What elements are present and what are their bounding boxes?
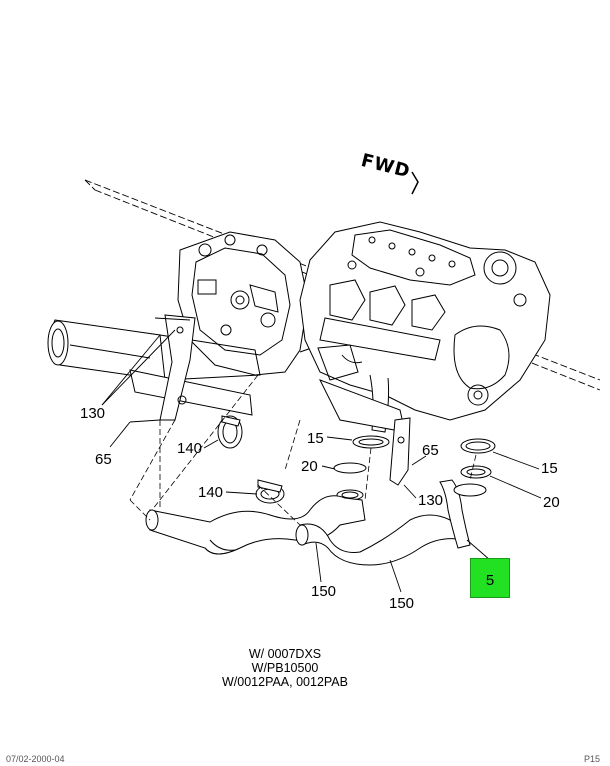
clamp-upper xyxy=(217,415,243,449)
seal-and-gasket-right xyxy=(460,438,496,479)
note-line-2: W/PB10500 xyxy=(251,661,319,675)
callout-65-right[interactable]: 65 xyxy=(422,442,439,459)
callout-150-left[interactable]: 150 xyxy=(311,583,337,600)
callout-65-left[interactable]: 65 xyxy=(95,451,112,468)
callout-130-right[interactable]: 130 xyxy=(418,492,444,509)
footer-page: P15 xyxy=(584,754,601,764)
seal-and-gasket-left xyxy=(333,462,367,501)
forward-arrow-icon xyxy=(411,171,419,195)
callout-15-right[interactable]: 15 xyxy=(541,460,558,477)
note-line-1: W/ 0007DXS xyxy=(248,647,322,661)
callout-5-highlight[interactable]: 5 xyxy=(470,558,510,598)
callout-150-right[interactable]: 150 xyxy=(389,595,415,612)
callout-20-right[interactable]: 20 xyxy=(543,494,560,511)
callout-130-left[interactable]: 130 xyxy=(80,405,106,422)
exhaust-pipes xyxy=(145,479,487,566)
muffler-assembly xyxy=(47,319,261,416)
callout-15-left[interactable]: 15 xyxy=(307,430,324,447)
callout-leaders xyxy=(101,329,542,593)
valve-cover-bolts xyxy=(368,236,456,268)
callout-140-upper[interactable]: 140 xyxy=(177,440,203,457)
transmission xyxy=(177,231,321,376)
note-line-3: W/0012PAA, 0012PAB xyxy=(221,675,348,689)
callout-20-left[interactable]: 20 xyxy=(301,458,318,475)
callout-140-lower[interactable]: 140 xyxy=(198,484,224,501)
bracket-left xyxy=(154,314,196,421)
assembly-guide-lines xyxy=(129,374,477,526)
manifold-outlet xyxy=(318,374,406,449)
bracket-right xyxy=(389,417,411,486)
applicability-notes: W/ 0007DXS W/PB10500 W/0012PAA, 0012PAB xyxy=(195,647,375,689)
clamp-lower xyxy=(255,479,285,504)
engine xyxy=(299,221,551,421)
footer-code: 07/02-2000-04 xyxy=(6,754,65,764)
callout-5: 5 xyxy=(485,572,495,589)
